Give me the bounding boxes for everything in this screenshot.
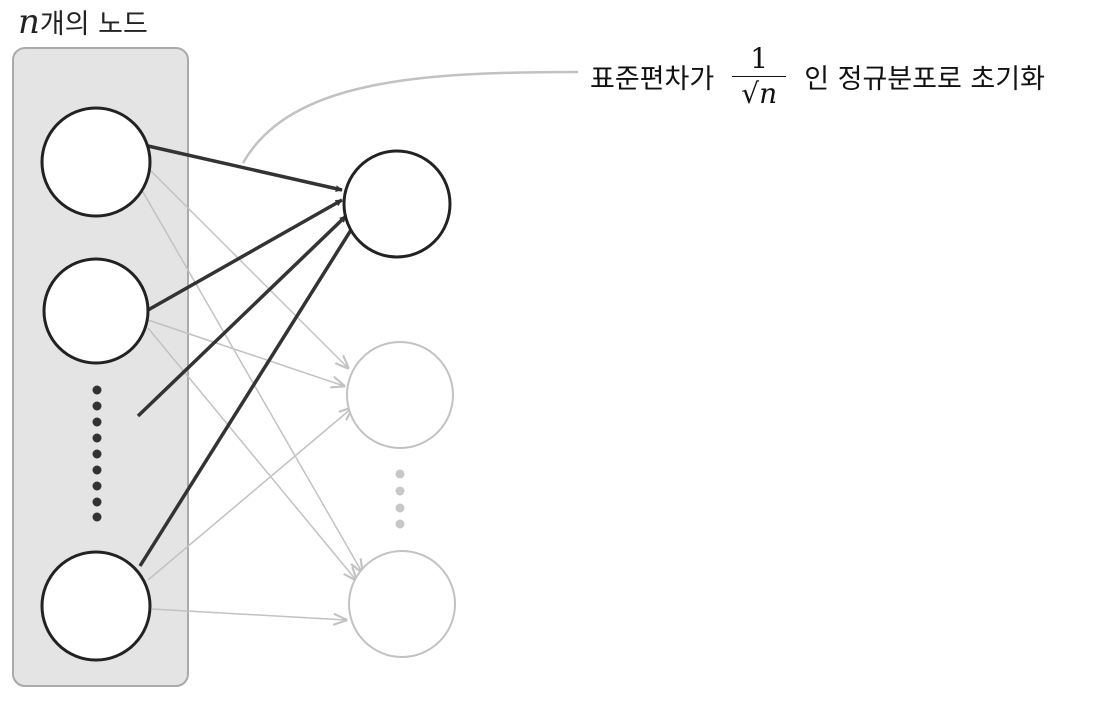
- edge-in1-h3: [142, 191, 362, 572]
- input-node-3: [40, 550, 152, 662]
- edge-in3-h2: [147, 408, 352, 581]
- dot: [92, 449, 102, 459]
- active-edges: [136, 144, 358, 567]
- edge-in1-h1: [147, 144, 343, 193]
- fraction-denominator: √n: [741, 77, 777, 111]
- input-node-2: [42, 257, 150, 365]
- layer-size-variable: n: [18, 2, 40, 42]
- next-node-3: [348, 550, 456, 658]
- dot: [395, 503, 405, 513]
- edge-in3-h1: [138, 221, 358, 567]
- annotation-suffix: 인 정규분포로 초기화: [804, 64, 1045, 95]
- next-node-1: [342, 149, 452, 259]
- dot: [395, 519, 405, 529]
- dot: [92, 512, 102, 522]
- dot: [92, 417, 102, 427]
- annotation-leader-line: [241, 70, 579, 164]
- fraction-denominator-var: n: [759, 77, 778, 110]
- edge-in2-h3: [147, 327, 356, 580]
- sqrt-symbol: √: [741, 77, 760, 110]
- init-annotation: 표준편차가 1 √n 인 정규분포로 초기화: [590, 42, 1045, 111]
- next-node-2: [346, 341, 454, 449]
- layer-label: n개의 노드: [18, 2, 148, 42]
- edge-in2-h1: [147, 198, 343, 312]
- dot: [395, 486, 405, 496]
- layer-label-text: 개의 노드: [39, 9, 148, 40]
- dot: [92, 481, 102, 491]
- fraction-bar: [732, 76, 787, 77]
- dot: [92, 433, 102, 443]
- fraction-numerator: 1: [750, 42, 769, 75]
- annotation-prefix: 표준편차가: [590, 64, 715, 95]
- edge-in3-h3: [151, 608, 346, 620]
- next-ellipsis-dots: [395, 469, 405, 529]
- dot: [395, 469, 405, 479]
- edge-in2-h2: [147, 319, 344, 386]
- dot: [92, 465, 102, 475]
- inactive-edges: [142, 167, 362, 620]
- dot: [92, 401, 102, 411]
- input-ellipsis-dots: [92, 385, 102, 522]
- edge-ellipsis-h1: [136, 214, 348, 418]
- dot: [92, 385, 102, 395]
- dot: [92, 497, 102, 507]
- edge-in1-h2: [147, 167, 348, 368]
- std-fraction: 1 √n: [732, 42, 787, 111]
- input-node-1: [40, 106, 152, 218]
